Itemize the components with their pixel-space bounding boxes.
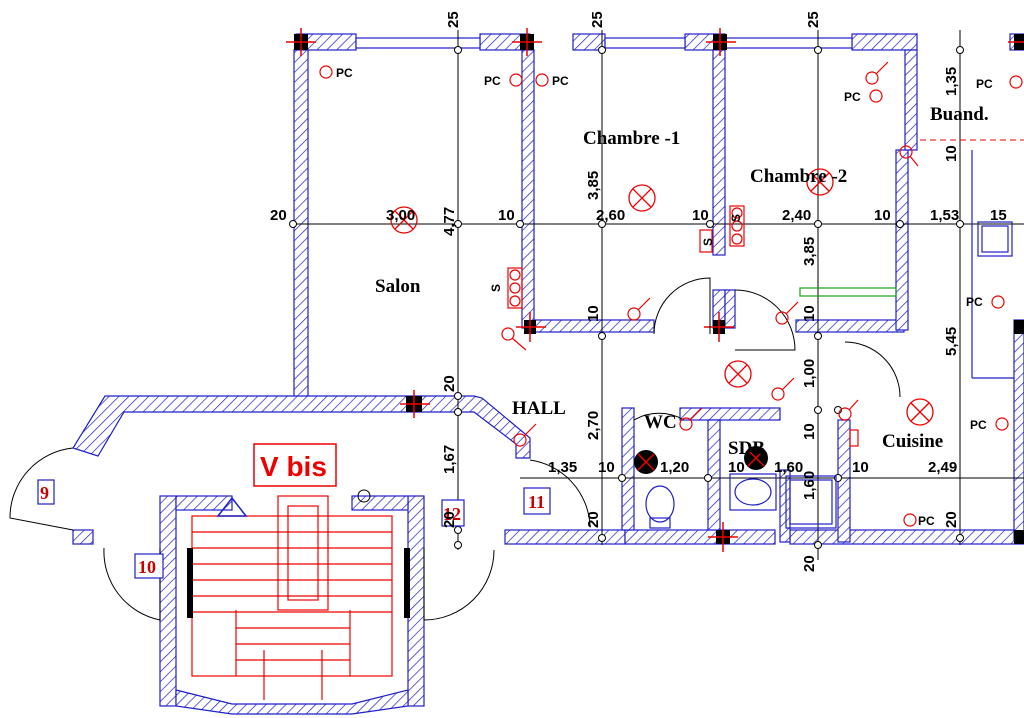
dim-h-9: 15 [990, 207, 1007, 224]
staircase [191, 495, 393, 700]
dim-v-ch2-6: 20 [801, 555, 818, 572]
dim-l-3: 1,20 [660, 459, 689, 476]
dim-v-r-1: 1,35 [943, 67, 960, 96]
dim-v-salon-3: 1,67 [441, 445, 458, 474]
room-label-salon: Salon [375, 276, 421, 297]
dim-v-ch2-4: 10 [801, 423, 818, 440]
room-label-chambre-2: Chambre -2 [750, 166, 847, 187]
light-fixtures [390, 168, 934, 426]
switch-letter-2: S [729, 214, 743, 222]
stair-rail-right [404, 548, 410, 618]
dim-v-salon-4: 20 [441, 511, 458, 528]
dim-l-4: 10 [728, 459, 745, 476]
dim-v-ch1-2: 10 [585, 305, 602, 322]
doors [9, 277, 901, 621]
stair-post [357, 489, 371, 503]
dim-h-1: 20 [270, 207, 287, 224]
door-tag-9: 9 [40, 483, 49, 503]
switches [501, 61, 919, 447]
dim-v-ch2-1: 3,85 [801, 237, 818, 266]
dim-h-3: 10 [498, 207, 515, 224]
dim-v-ch1-1: 3,85 [585, 171, 602, 200]
axis-lines [296, 30, 1024, 560]
room-label-cuisine: Cuisine [882, 431, 943, 452]
outlet-label: PC [966, 295, 983, 309]
dim-l-1: 1,35 [548, 459, 577, 476]
fixtures [645, 150, 1014, 529]
dim-top-2: 25 [589, 11, 606, 28]
dim-l-7: 2,49 [928, 459, 957, 476]
dim-top-1: 25 [445, 11, 462, 28]
room-label-chambre-1: Chambre -1 [583, 128, 680, 149]
switch-stacks [507, 205, 859, 447]
door-tag-11: 11 [528, 492, 545, 512]
outlet-label: PC [918, 514, 935, 528]
outlet-label: PC [844, 90, 861, 104]
outlet-label: PC [484, 74, 501, 88]
switch-letter-3: S [701, 238, 715, 246]
room-label-buanderie: Buand. [930, 104, 989, 125]
stair-arrow [216, 496, 248, 517]
dim-h-5: 10 [692, 207, 709, 224]
dim-v-r-3: 5,45 [943, 327, 960, 356]
dim-l-2: 10 [598, 459, 615, 476]
dim-h-4: 2,60 [596, 207, 625, 224]
building-label-box [253, 443, 337, 487]
wardrobe-shelf [799, 287, 897, 297]
dim-v-salon-2: 20 [441, 375, 458, 392]
wall-lights [634, 446, 768, 474]
switch-letter: S [489, 284, 503, 292]
dim-v-ch1-4: 20 [585, 511, 602, 528]
outlet-label: PC [552, 74, 569, 88]
outlet-label: PC [336, 66, 353, 80]
stair-rail-left [187, 548, 193, 618]
dim-top-3: 25 [805, 11, 822, 28]
dim-v-r-2: 10 [943, 145, 960, 162]
room-label-hall: HALL [512, 398, 566, 419]
building-label: V bis [260, 451, 327, 482]
dim-l-6: 10 [852, 459, 869, 476]
corner-marks [286, 28, 1024, 552]
dim-v-ch2-5: 1,60 [801, 471, 818, 500]
dim-h-8: 1,53 [930, 207, 959, 224]
room-label-wc: WC [644, 412, 677, 433]
outlets [319, 65, 1023, 527]
door-tag-boxes [37, 479, 551, 579]
door-tag-12: 12 [443, 504, 461, 524]
dim-v-r-4: 20 [943, 511, 960, 528]
door-tag-10: 10 [138, 557, 156, 577]
dim-v-ch2-2: 10 [801, 305, 818, 322]
dim-v-salon-1: 4,77 [441, 207, 458, 236]
outlet-label: PC [970, 418, 987, 432]
dim-h-6: 2,40 [782, 207, 811, 224]
outlet-label: PC [976, 77, 993, 91]
room-label-sdb: SDB [728, 438, 765, 459]
dim-v-ch1-3: 2,70 [585, 411, 602, 440]
dim-l-5: 1,60 [774, 459, 803, 476]
dim-h-2: 3,00 [386, 207, 415, 224]
dim-v-ch2-3: 1,00 [801, 359, 818, 388]
dim-h-7: 10 [874, 207, 891, 224]
